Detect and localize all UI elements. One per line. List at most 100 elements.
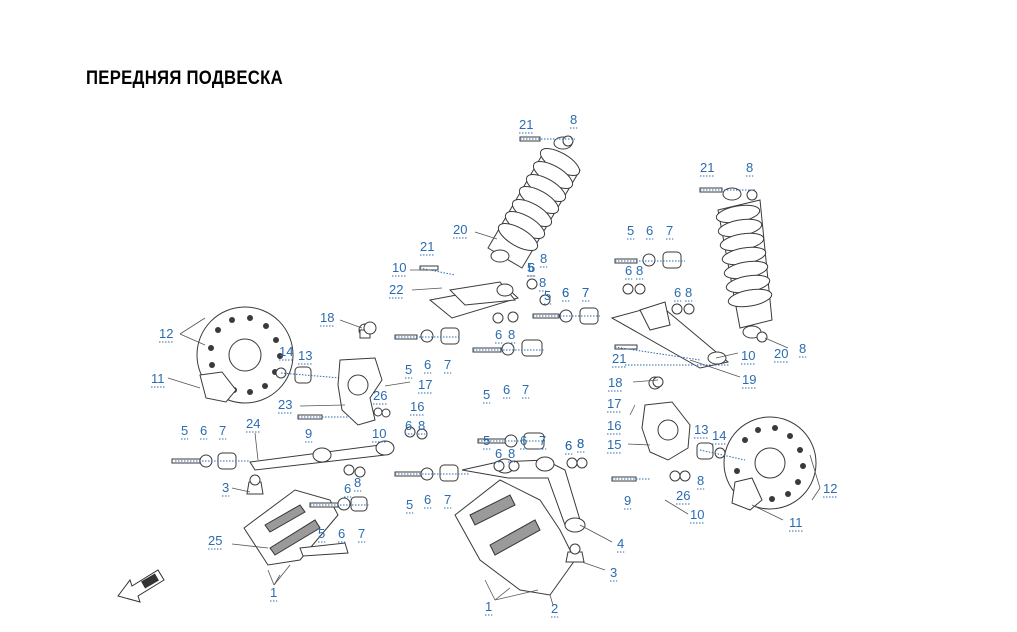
callout-14: 14 xyxy=(279,344,293,359)
callout-8: 8 xyxy=(697,473,704,488)
assembly-axes xyxy=(175,138,755,506)
callout-6: 6 xyxy=(503,382,510,397)
callout-21: 21 xyxy=(519,117,533,132)
callout-26: 26 xyxy=(373,388,387,403)
upper-a-arm-left xyxy=(428,281,519,319)
brake-disc-right xyxy=(723,416,817,511)
lower-a-arm-left xyxy=(249,440,395,471)
callout-6: 6 xyxy=(565,438,572,453)
callout-6: 6 xyxy=(338,526,345,541)
callout-6: 6 xyxy=(562,285,569,300)
callout-7: 7 xyxy=(666,223,673,238)
steering-knuckle-left xyxy=(337,323,383,426)
callout-6: 6 xyxy=(200,423,207,438)
callout-5: 5 xyxy=(483,433,490,448)
center-shock-absorber xyxy=(487,136,581,269)
callout-19: 19 xyxy=(742,372,756,387)
callout-8: 8 xyxy=(636,263,643,278)
callout-11: 11 xyxy=(151,371,165,386)
callout-7: 7 xyxy=(582,285,589,300)
callout-21: 21 xyxy=(420,239,434,254)
callout-5: 5 xyxy=(318,526,325,541)
callout-8: 8 xyxy=(539,275,546,290)
callout-6: 6 xyxy=(625,263,632,278)
skid-plate-left xyxy=(243,489,349,566)
callout-12: 12 xyxy=(823,481,837,496)
callout-6: 6 xyxy=(520,433,527,448)
callout-6: 6 xyxy=(344,481,351,496)
callout-5: 5 xyxy=(527,260,534,275)
callout-3: 3 xyxy=(610,565,617,580)
callout-8: 8 xyxy=(577,436,584,451)
callout-14: 14 xyxy=(712,428,726,443)
callout-7: 7 xyxy=(522,382,529,397)
front-direction-arrow-icon xyxy=(117,569,165,603)
callout-15: 15 xyxy=(607,437,621,452)
callout-24: 24 xyxy=(246,416,260,431)
callout-20: 20 xyxy=(774,346,788,361)
callout-5: 5 xyxy=(181,423,188,438)
callout-26: 26 xyxy=(676,488,690,503)
callout-6: 6 xyxy=(495,446,502,461)
callout-13: 13 xyxy=(694,422,708,437)
callout-5: 5 xyxy=(483,387,490,402)
callout-16: 16 xyxy=(410,399,424,414)
callout-13: 13 xyxy=(298,348,312,363)
leader-lines xyxy=(167,231,821,606)
callout-8: 8 xyxy=(508,327,515,342)
callout-12: 12 xyxy=(159,326,173,341)
callout-18: 18 xyxy=(320,310,334,325)
callout-20: 20 xyxy=(453,222,467,237)
callout-21: 21 xyxy=(612,351,626,366)
callout-17: 17 xyxy=(418,377,432,392)
brake-disc-left xyxy=(196,306,294,404)
callout-6: 6 xyxy=(424,492,431,507)
callout-4: 4 xyxy=(617,536,624,551)
callout-11: 11 xyxy=(789,515,803,530)
callout-2: 2 xyxy=(551,601,558,616)
callout-1: 1 xyxy=(485,599,492,614)
callout-6: 6 xyxy=(565,438,572,453)
callout-9: 9 xyxy=(624,493,631,508)
callout-21: 21 xyxy=(700,160,714,175)
callout-8: 8 xyxy=(685,285,692,300)
callout-5: 5 xyxy=(544,288,551,303)
callout-8: 8 xyxy=(508,446,515,461)
callout-10: 10 xyxy=(392,260,406,275)
upper-a-arm-right xyxy=(610,301,730,369)
callout-8: 8 xyxy=(570,112,577,127)
callout-10: 10 xyxy=(372,426,386,441)
callout-7: 7 xyxy=(582,285,589,300)
callout-1: 1 xyxy=(270,585,277,600)
callout-5: 5 xyxy=(406,497,413,512)
callout-10: 10 xyxy=(741,348,755,363)
callout-8: 8 xyxy=(799,341,806,356)
callout-17: 17 xyxy=(607,396,621,411)
page-title: ПЕРЕДНЯЯ ПОДВЕСКА xyxy=(86,68,283,89)
callout-23: 23 xyxy=(278,397,292,412)
callout-8: 8 xyxy=(354,475,361,490)
callout-7: 7 xyxy=(358,526,365,541)
callout-5: 5 xyxy=(405,362,412,377)
callout-6: 6 xyxy=(646,223,653,238)
right-shock-absorber xyxy=(715,187,773,339)
callout-25: 25 xyxy=(208,533,222,548)
callout-7: 7 xyxy=(444,492,451,507)
callout-6: 6 xyxy=(424,357,431,372)
callout-8: 8 xyxy=(540,251,547,266)
callout-6: 6 xyxy=(562,285,569,300)
callout-16: 16 xyxy=(607,418,621,433)
callout-8: 8 xyxy=(746,160,753,175)
callout-9: 9 xyxy=(305,426,312,441)
callout-7: 7 xyxy=(219,423,226,438)
callout-5: 5 xyxy=(627,223,634,238)
callout-6: 6 xyxy=(405,418,412,433)
callout-6: 6 xyxy=(528,260,535,275)
callout-18: 18 xyxy=(608,375,622,390)
callout-7: 7 xyxy=(539,433,546,448)
callout-3: 3 xyxy=(222,480,229,495)
steering-knuckle-right xyxy=(641,376,691,461)
callout-22: 22 xyxy=(389,282,403,297)
callout-8: 8 xyxy=(418,418,425,433)
callout-10: 10 xyxy=(690,507,704,522)
